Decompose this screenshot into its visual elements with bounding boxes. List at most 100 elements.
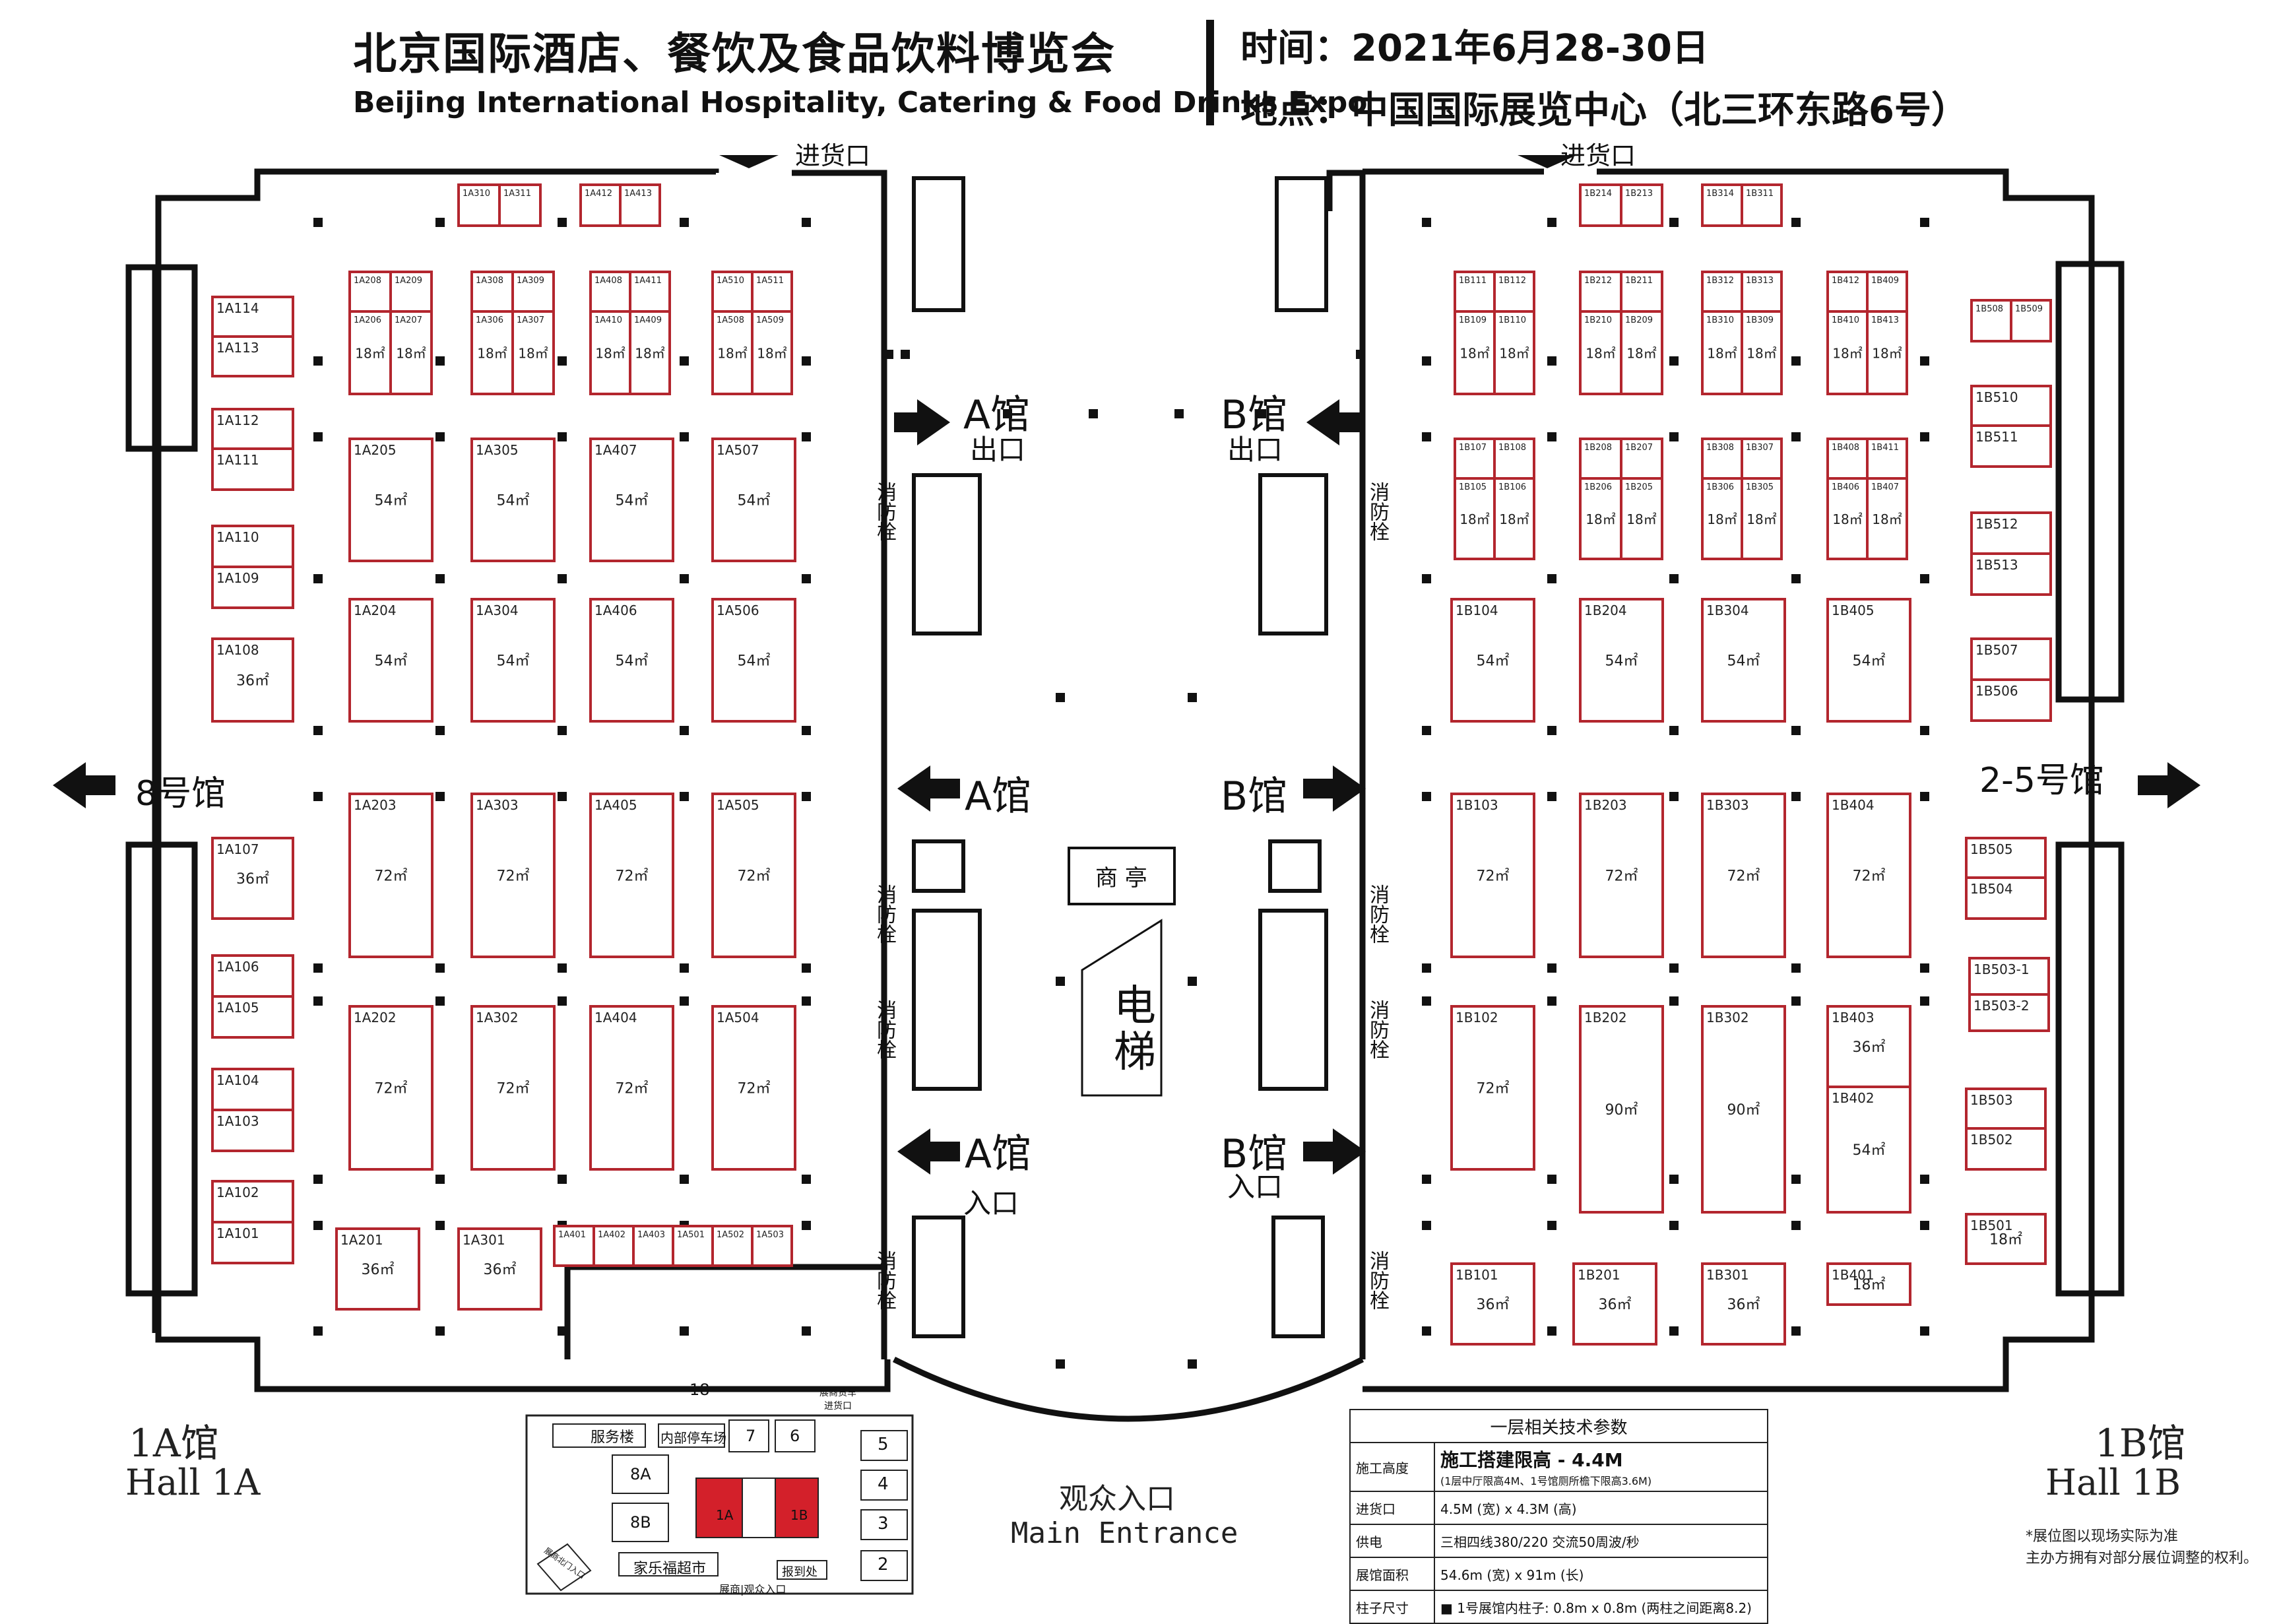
booth-1b107[interactable]: 1B107 xyxy=(1454,438,1496,480)
booth-1b207[interactable]: 1B207 xyxy=(1620,438,1663,480)
booth-1a111[interactable]: 1A111 xyxy=(211,447,294,491)
booth-1b509[interactable]: 1B509 xyxy=(2010,299,2052,342)
booth-1b511[interactable]: 1B511 xyxy=(1970,424,2052,468)
booth-1b314[interactable]: 1B314 xyxy=(1701,183,1743,227)
booth-1a109[interactable]: 1A109 xyxy=(211,566,294,609)
booth-1a103[interactable]: 1A103 xyxy=(211,1109,294,1152)
booth-1b504[interactable]: 1B504 xyxy=(1965,876,2047,920)
booth-1a403[interactable]: 1A403 xyxy=(632,1225,674,1267)
booth-1b411[interactable]: 1B411 xyxy=(1866,438,1908,480)
booth-1b212[interactable]: 1B212 xyxy=(1579,271,1622,313)
booth-1b510[interactable]: 1B510 xyxy=(1970,385,2052,427)
booth-1a110[interactable]: 1A110 xyxy=(211,525,294,568)
booth-1b112[interactable]: 1B112 xyxy=(1493,271,1535,313)
booth-1b408[interactable]: 1B408 xyxy=(1826,438,1869,480)
booth-1a106[interactable]: 1A106 xyxy=(211,954,294,998)
booth-1b506[interactable]: 1B506 xyxy=(1970,678,2052,722)
booth-1b311[interactable]: 1B311 xyxy=(1741,183,1783,227)
booth-1a208[interactable]: 1A208 xyxy=(348,271,392,313)
booth-1b211[interactable]: 1B211 xyxy=(1620,271,1663,313)
booth-1a105[interactable]: 1A105 xyxy=(211,995,294,1039)
booth-1a411[interactable]: 1A411 xyxy=(629,271,671,313)
booth-1a510[interactable]: 1A510 xyxy=(711,271,754,313)
booth-1b108[interactable]: 1B108 xyxy=(1493,438,1535,480)
booth-1b214[interactable]: 1B214 xyxy=(1579,183,1622,227)
booth-1a413[interactable]: 1A413 xyxy=(619,183,661,227)
booth-1a101[interactable]: 1A101 xyxy=(211,1221,294,1264)
booth-1b308[interactable]: 1B308 xyxy=(1701,438,1743,480)
booth-1b505[interactable]: 1B505 xyxy=(1965,837,2047,879)
booth-1b508[interactable]: 1B508 xyxy=(1970,299,2012,342)
booth-1a401[interactable]: 1A401 xyxy=(553,1225,595,1267)
booth-1a114[interactable]: 1A114 xyxy=(211,296,294,338)
booth-1b307[interactable]: 1B307 xyxy=(1741,438,1783,480)
booth-1b313[interactable]: 1B313 xyxy=(1741,271,1783,313)
booth-1b213[interactable]: 1B213 xyxy=(1620,183,1663,227)
booth-1a503[interactable]: 1A503 xyxy=(751,1225,793,1267)
booth-1a408[interactable]: 1A408 xyxy=(589,271,631,313)
booth-1b502[interactable]: 1B502 xyxy=(1965,1127,2047,1171)
booth-1b503[interactable]: 1B503 xyxy=(1965,1088,2047,1130)
booth-1a113[interactable]: 1A113 xyxy=(211,335,294,377)
booth-1a501[interactable]: 1A501 xyxy=(672,1225,714,1267)
booth-1b503-1[interactable]: 1B503-1 xyxy=(1968,957,2050,996)
booth-1a412[interactable]: 1A412 xyxy=(579,183,622,227)
booth-1b503-2[interactable]: 1B503-2 xyxy=(1968,993,2050,1032)
booth-1a311[interactable]: 1A311 xyxy=(498,183,542,227)
booth-1a209[interactable]: 1A209 xyxy=(389,271,433,313)
booth-1b513[interactable]: 1B513 xyxy=(1970,552,2052,596)
